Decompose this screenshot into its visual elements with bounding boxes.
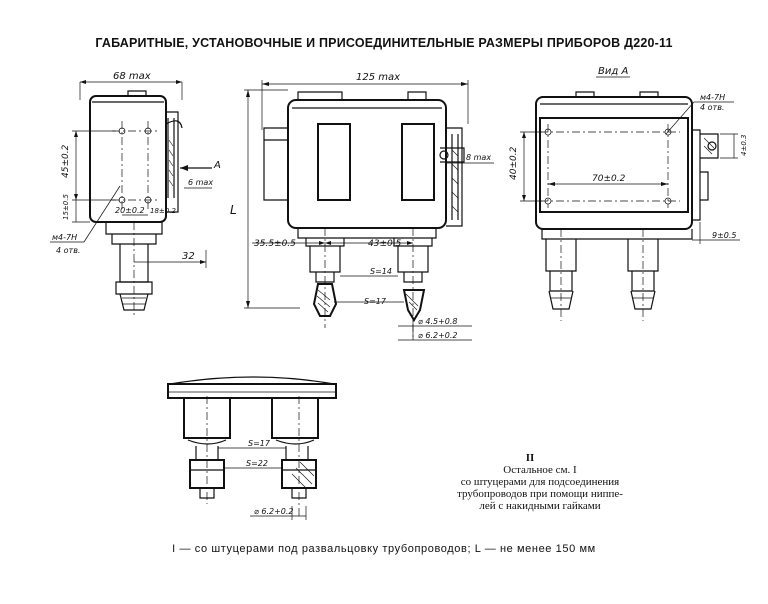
dim-ii-dia: ⌀ 6.2+0.2 bbox=[254, 507, 294, 516]
dim-side-hole-offset: 18±0.2 bbox=[150, 207, 176, 215]
dim-side-small: 15±0.5 bbox=[62, 194, 70, 220]
dim-front-dia-inner: ⌀ 4.5+0.8 bbox=[418, 317, 458, 326]
variant-ii-label: II bbox=[525, 452, 535, 464]
label-view-title: Вид А bbox=[598, 66, 628, 77]
dim-front-spacing: 43±0.5 bbox=[368, 239, 402, 249]
dim-view-width: 70±0.2 bbox=[592, 174, 626, 184]
dim-side-hole-spacing: 20±0.2 bbox=[115, 206, 145, 215]
dim-side-height: 45±0.2 bbox=[61, 144, 71, 178]
variant-ii-line3: трубопроводов при помощи ниппе- bbox=[457, 488, 623, 500]
dim-front-protrusion: 8 max bbox=[466, 153, 491, 162]
variant-ii-line1: Остальное см. I bbox=[503, 464, 577, 476]
footnote: I — со штуцерами под развальцовку трубоп… bbox=[172, 543, 596, 555]
label-view-holes: 4 отв. bbox=[700, 103, 724, 112]
label-side-thread: м4-7Н bbox=[52, 233, 77, 242]
dim-front-key14: S=14 bbox=[370, 267, 392, 276]
dim-ii-key17: S=17 bbox=[248, 439, 271, 448]
dim-ii-key22: S=22 bbox=[246, 459, 268, 468]
dim-front-dia-outer: ⌀ 6.2+0.2 bbox=[418, 331, 458, 340]
variant-ii-line2: со штуцерами для подсоединения bbox=[460, 476, 620, 488]
dim-side-clearance: 6 max bbox=[188, 178, 213, 187]
front-view: 125 max 8 max bbox=[230, 72, 494, 341]
dim-view-right-offset: 9±0.5 bbox=[712, 231, 737, 240]
variant-ii-line4: лей с накидными гайками bbox=[479, 500, 601, 512]
variant-ii-view: S=17 S=22 ⌀ 6.2+0.2 bbox=[167, 376, 337, 520]
dim-side-fitting: 32 bbox=[182, 251, 195, 262]
dim-front-width: 125 max bbox=[356, 72, 400, 83]
label-side-holes: 4 отв. bbox=[56, 246, 80, 255]
view-a: Вид А м4-7Н 4 отв. bbox=[509, 66, 748, 321]
label-arrow-a: A bbox=[213, 160, 221, 171]
dim-view-height: 40±0.2 bbox=[509, 146, 519, 180]
page-title: ГАБАРИТНЫЕ, УСТАНОВОЧНЫЕ И ПРИСОЕДИНИТЕЛ… bbox=[95, 36, 673, 50]
dim-front-L: L bbox=[230, 203, 237, 217]
side-view: 68 max 45±0.2 bbox=[50, 71, 221, 316]
dim-front-key17: S=17 bbox=[364, 297, 387, 306]
dim-front-left-offset: 35.5±0.5 bbox=[254, 239, 296, 249]
dim-view-right-small: 4±0.3 bbox=[740, 135, 748, 156]
label-view-thread: м4-7Н bbox=[700, 93, 725, 102]
dim-side-width: 68 max bbox=[113, 71, 151, 82]
